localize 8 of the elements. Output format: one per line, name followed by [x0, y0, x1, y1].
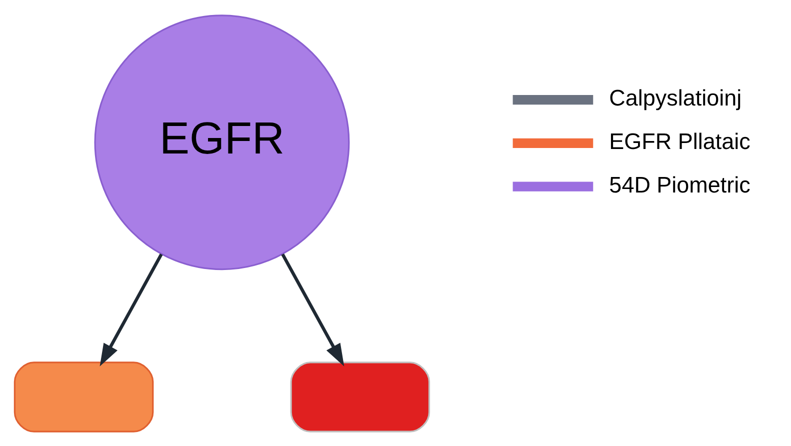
legend-label: EGFR Pllataic — [609, 128, 750, 154]
node-circle: EGFR — [94, 14, 350, 270]
legend-label: Calpyslatioinj — [609, 85, 742, 110]
node-box — [14, 361, 154, 432]
node-box — [290, 361, 430, 432]
arrow — [100, 252, 163, 366]
arrow — [281, 252, 344, 366]
legend-label: 54D Piometric — [609, 172, 750, 197]
